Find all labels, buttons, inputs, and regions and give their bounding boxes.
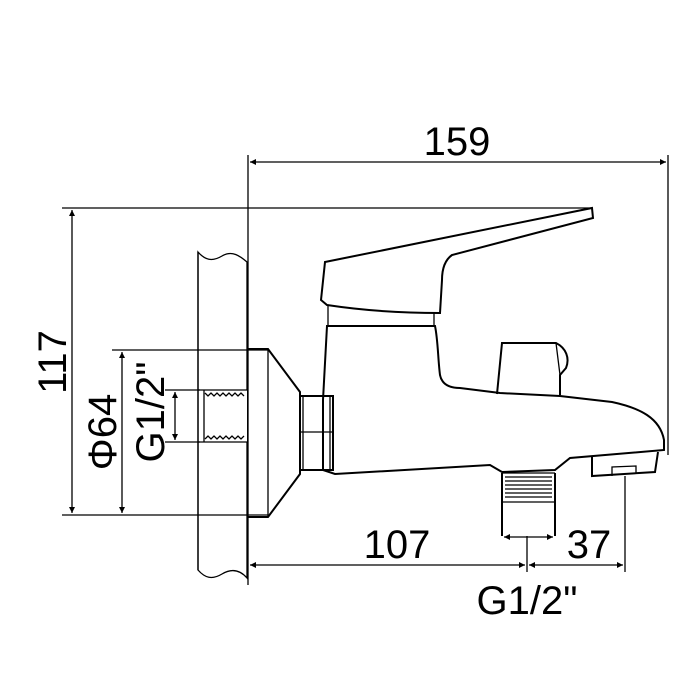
dim-overall-height: 117 xyxy=(31,330,75,394)
inlet-thread xyxy=(198,389,247,443)
dim-flange-diameter: Φ64 xyxy=(81,394,125,470)
dim-overall-width: 159 xyxy=(424,120,491,164)
dim-outlet-thread: G1/2" xyxy=(477,579,578,623)
faucet-body xyxy=(319,206,665,476)
outlet-fitting xyxy=(501,472,556,536)
dim-inlet-thread: G1/2" xyxy=(129,362,173,463)
wall-flange xyxy=(247,348,301,518)
connection-nut xyxy=(299,395,334,471)
dimension-lines xyxy=(62,155,669,585)
spout-aerator xyxy=(591,451,659,478)
dim-wall-to-outlet: 107 xyxy=(364,523,431,567)
wall-section xyxy=(197,250,248,580)
diverter-knob xyxy=(496,342,569,395)
dim-outlet-to-spout: 37 xyxy=(567,523,612,567)
